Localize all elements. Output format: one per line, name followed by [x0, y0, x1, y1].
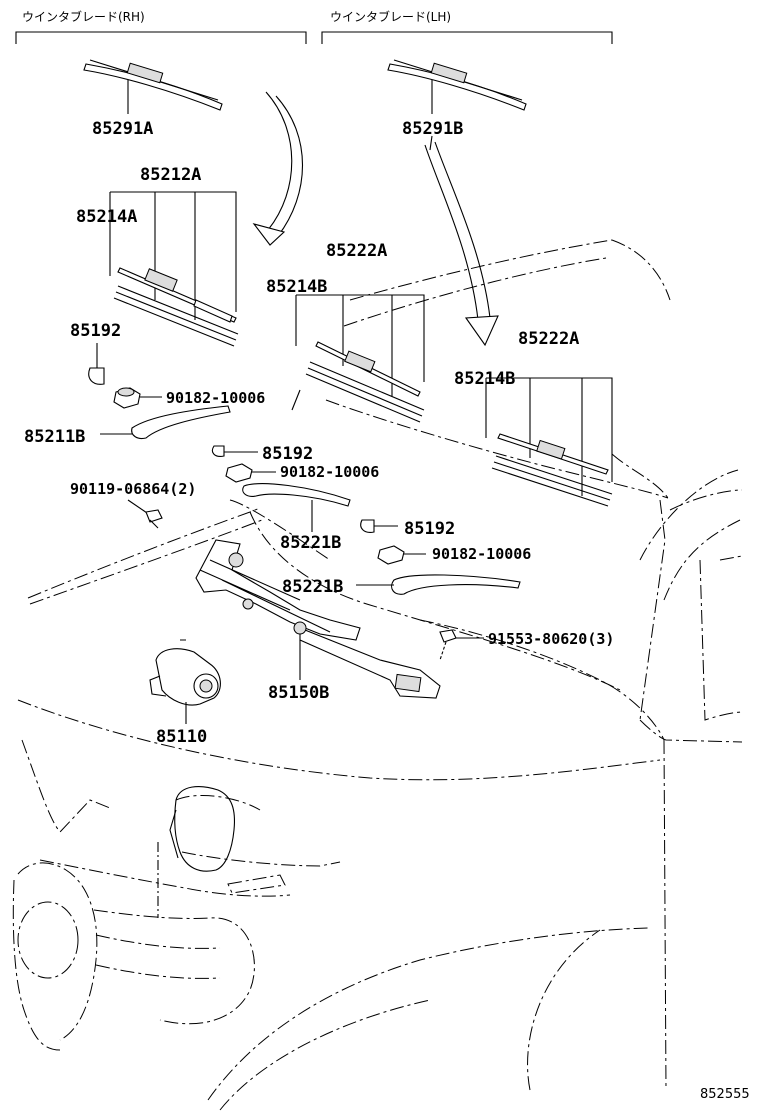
nut-1 [113, 387, 162, 409]
label-85221b-1: 85221B [280, 533, 341, 553]
vehicle-outline [12, 239, 743, 1111]
header-lh: ウインタブレード(LH) [321, 9, 613, 44]
blade-rubber-rh [109, 191, 239, 347]
wiper-arm-85221b-1 [242, 483, 351, 532]
cap-1 [88, 343, 105, 385]
wiper-motor [149, 648, 221, 724]
label-85291b: 85291B [402, 119, 463, 139]
nut-3 [377, 545, 426, 565]
wiper-linkage [195, 539, 441, 699]
nut-2 [225, 463, 276, 483]
cap-3 [360, 519, 398, 533]
header-rh-label: ウインタブレード(RH) [22, 9, 145, 24]
label-85291a: 85291A [92, 119, 153, 139]
label-90182-2: 90182-10006 [280, 463, 379, 481]
wiper-arm-85211b [100, 405, 231, 440]
diagram-id: 852555 [700, 1087, 750, 1102]
blade-rubber-lh-right [485, 377, 613, 507]
header-lh-bracket [321, 31, 613, 44]
label-85214a: 85214A [76, 207, 137, 227]
wiper-arm-85221b-2 [356, 574, 521, 595]
label-85192-3: 85192 [404, 519, 455, 539]
label-85110: 85110 [156, 727, 207, 747]
mirror [157, 786, 236, 918]
label-85211b: 85211B [24, 427, 85, 447]
bolt-90119 [127, 499, 163, 529]
header-rh: ウインタブレード(RH) [15, 9, 307, 44]
label-91553: 91553-80620(3) [488, 630, 614, 648]
label-85221b-2: 85221B [282, 577, 343, 597]
label-85222a-2: 85222A [518, 329, 579, 349]
label-85192-1: 85192 [70, 321, 121, 341]
label-85214b-2: 85214B [454, 369, 515, 389]
label-85192-2: 85192 [262, 444, 313, 464]
label-85222a-1: 85222A [326, 241, 387, 261]
wiper-blade-rh [83, 59, 223, 114]
bolt-91553 [439, 629, 484, 661]
label-85214b-1: 85214B [266, 277, 327, 297]
label-85212a: 85212A [140, 165, 201, 185]
wiper-blade-lh [387, 59, 527, 151]
cap-2 [211, 445, 258, 457]
label-85150b: 85150B [268, 683, 329, 703]
blade-rubber-lh-mid [295, 294, 425, 423]
header-lh-label: ウインタブレード(LH) [330, 9, 451, 24]
leader-lines [291, 389, 301, 411]
label-90119: 90119-06864(2) [70, 480, 196, 498]
flow-arrows [252, 91, 499, 347]
label-90182-3: 90182-10006 [432, 545, 531, 563]
label-90182-1: 90182-10006 [166, 389, 265, 407]
header-rh-bracket [15, 31, 307, 44]
